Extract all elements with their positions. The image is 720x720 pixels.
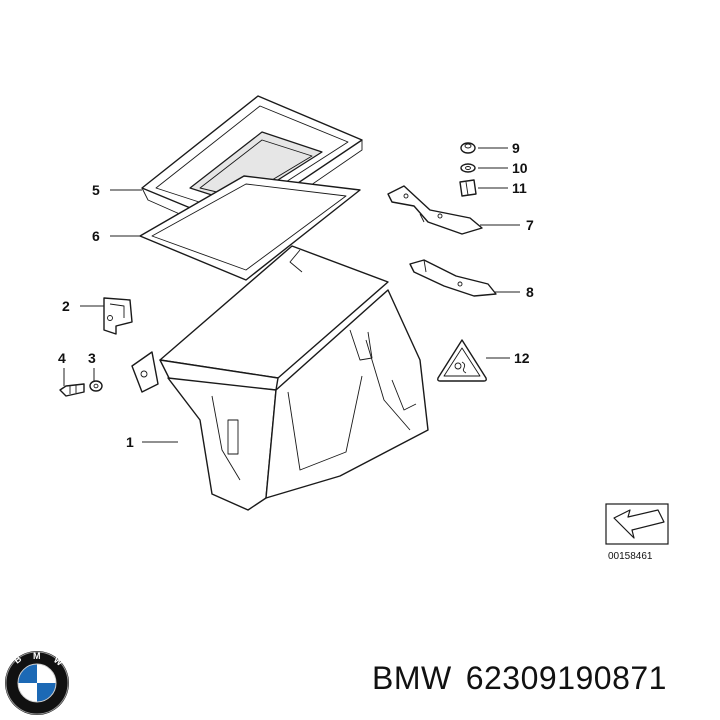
part-6-gasket — [139, 175, 361, 281]
part-number: 62309190871 — [465, 660, 667, 696]
svg-text:M: M — [33, 651, 41, 661]
leader-lines — [63, 147, 520, 443]
view-direction-arrow-icon — [613, 509, 665, 539]
callout-11: 11 — [512, 180, 527, 196]
callout-9: 9 — [512, 140, 520, 156]
callout-6: 6 — [92, 228, 100, 244]
diagram-id: 00158461 — [608, 551, 653, 562]
part-1-storage-housing — [131, 245, 429, 511]
part-2-bracket — [103, 297, 133, 335]
svg-text:B: B — [12, 653, 24, 665]
brand-name: BMW — [372, 660, 452, 696]
callout-5: 5 — [92, 182, 100, 198]
callout-labels: 5 6 2 4 3 1 9 10 11 7 8 12 — [58, 140, 534, 450]
part-10-washer — [460, 163, 476, 173]
view-direction-box: 00158461 — [605, 503, 669, 562]
callout-4: 4 — [58, 350, 66, 366]
part-12-warning-label — [437, 339, 487, 382]
part-7-bracket-plate — [387, 185, 483, 235]
part-caption: BMW 62309190871 — [372, 660, 681, 697]
part-11-clip — [459, 179, 477, 197]
callout-12: 12 — [514, 350, 530, 366]
callout-10: 10 — [512, 160, 528, 176]
part-4-screw — [59, 383, 85, 397]
part-3-washer — [89, 380, 103, 392]
callout-7: 7 — [526, 217, 534, 233]
bmw-roundel-icon: B M W — [5, 651, 69, 715]
callout-3: 3 — [88, 350, 96, 366]
callout-8: 8 — [526, 284, 534, 300]
warning-triangle-icon — [454, 361, 467, 374]
callout-1: 1 — [126, 434, 134, 450]
callout-2: 2 — [62, 298, 70, 314]
part-9-nut — [460, 142, 476, 154]
part-5-trim-frame — [141, 95, 363, 239]
part-8-bracket-plate — [409, 259, 497, 297]
